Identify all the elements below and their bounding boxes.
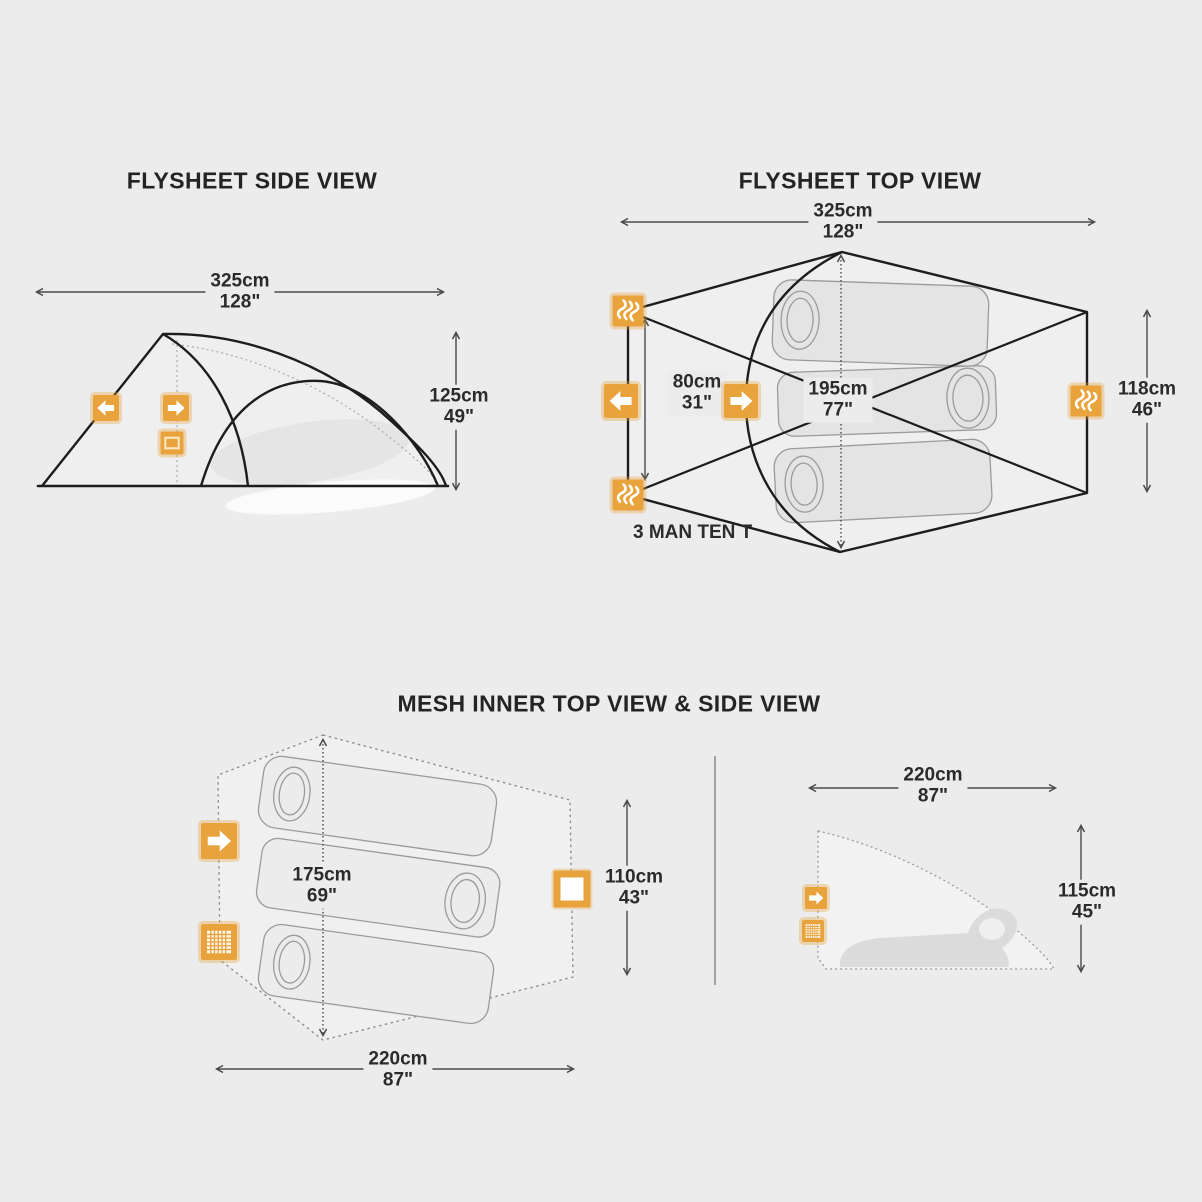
flysheet-side-view-title: FLYSHEET SIDE VIEW <box>126 167 378 194</box>
dim-value-cm: 220cm <box>368 1048 428 1070</box>
dim-label-side-height: 125cm 49" <box>424 384 494 430</box>
sleeping-pads-inner-view <box>255 755 501 1025</box>
dim-label-side-width: 325cm 128" <box>205 269 275 315</box>
flysheet-top-view-title: FLYSHEET TOP VIEW <box>738 167 982 194</box>
flysheet-side-view-drawing <box>36 332 450 515</box>
open-window-icon <box>553 870 591 908</box>
dim-value-cm: 110cm <box>604 866 664 888</box>
mesh-icon <box>201 924 237 960</box>
dim-label-inner-floor-length: 220cm 87" <box>363 1047 433 1093</box>
dim-value-cm: 115cm <box>1057 880 1117 902</box>
dim-value-in: 77" <box>822 400 854 421</box>
dim-label-top-width: 325cm 128" <box>808 199 878 245</box>
dim-value-cm: 118cm <box>1117 378 1177 400</box>
dim-value-cm: 80cm <box>672 371 722 393</box>
dim-label-top-side-width: 118cm 46" <box>1112 377 1182 423</box>
dim-value-in: 87" <box>917 786 949 807</box>
mesh-inner-top-view-drawing <box>217 734 574 1041</box>
door-arrow-right-icon <box>805 887 827 909</box>
dim-value-in: 128" <box>822 222 864 243</box>
dim-value-cm: 195cm <box>808 378 868 400</box>
dim-value-cm: 325cm <box>813 200 873 222</box>
vent-icon <box>612 479 644 511</box>
dim-value-cm: 325cm <box>210 270 270 292</box>
dim-label-inner-height: 110cm 43" <box>599 865 669 911</box>
dim-value-in: 46" <box>1131 400 1163 421</box>
sleeping-pads-top-view <box>771 279 998 524</box>
dim-value-cm: 175cm <box>292 864 352 886</box>
dim-label-inner-width: 175cm 69" <box>287 863 357 909</box>
door-arrow-left-icon <box>604 384 638 418</box>
dim-value-in: 31" <box>681 393 713 414</box>
door-arrow-right-icon <box>163 395 189 421</box>
dim-value-in: 45" <box>1071 902 1103 923</box>
mesh-inner-title: MESH INNER TOP VIEW & SIDE VIEW <box>397 690 821 717</box>
dim-value-in: 43" <box>618 888 650 909</box>
vent-icon <box>612 295 644 327</box>
dim-value-in: 69" <box>306 886 338 907</box>
dim-value-cm: 220cm <box>903 764 963 786</box>
door-arrow-right-icon <box>201 823 237 859</box>
dim-label-porch-depth: 80cm 31" <box>667 370 727 416</box>
dim-label-innerside-length: 220cm 87" <box>898 763 968 809</box>
dim-value-cm: 125cm <box>429 385 489 407</box>
door-arrow-left-icon <box>93 395 119 421</box>
product-label: 3 MAN TEN T <box>633 522 753 543</box>
dim-value-in: 49" <box>443 407 475 428</box>
sleeping-bag-silhouette <box>839 908 1017 967</box>
dim-value-in: 128" <box>219 292 261 313</box>
mesh-inner-side-view-drawing <box>817 830 1055 970</box>
dim-label-inner-length: 195cm 77" <box>803 377 873 423</box>
window-icon <box>160 431 184 455</box>
door-arrow-right-icon <box>724 384 758 418</box>
vent-icon <box>1070 385 1102 417</box>
dim-value-in: 87" <box>382 1070 414 1091</box>
dim-label-innerside-height: 115cm 45" <box>1052 879 1122 925</box>
mesh-icon <box>802 920 824 942</box>
